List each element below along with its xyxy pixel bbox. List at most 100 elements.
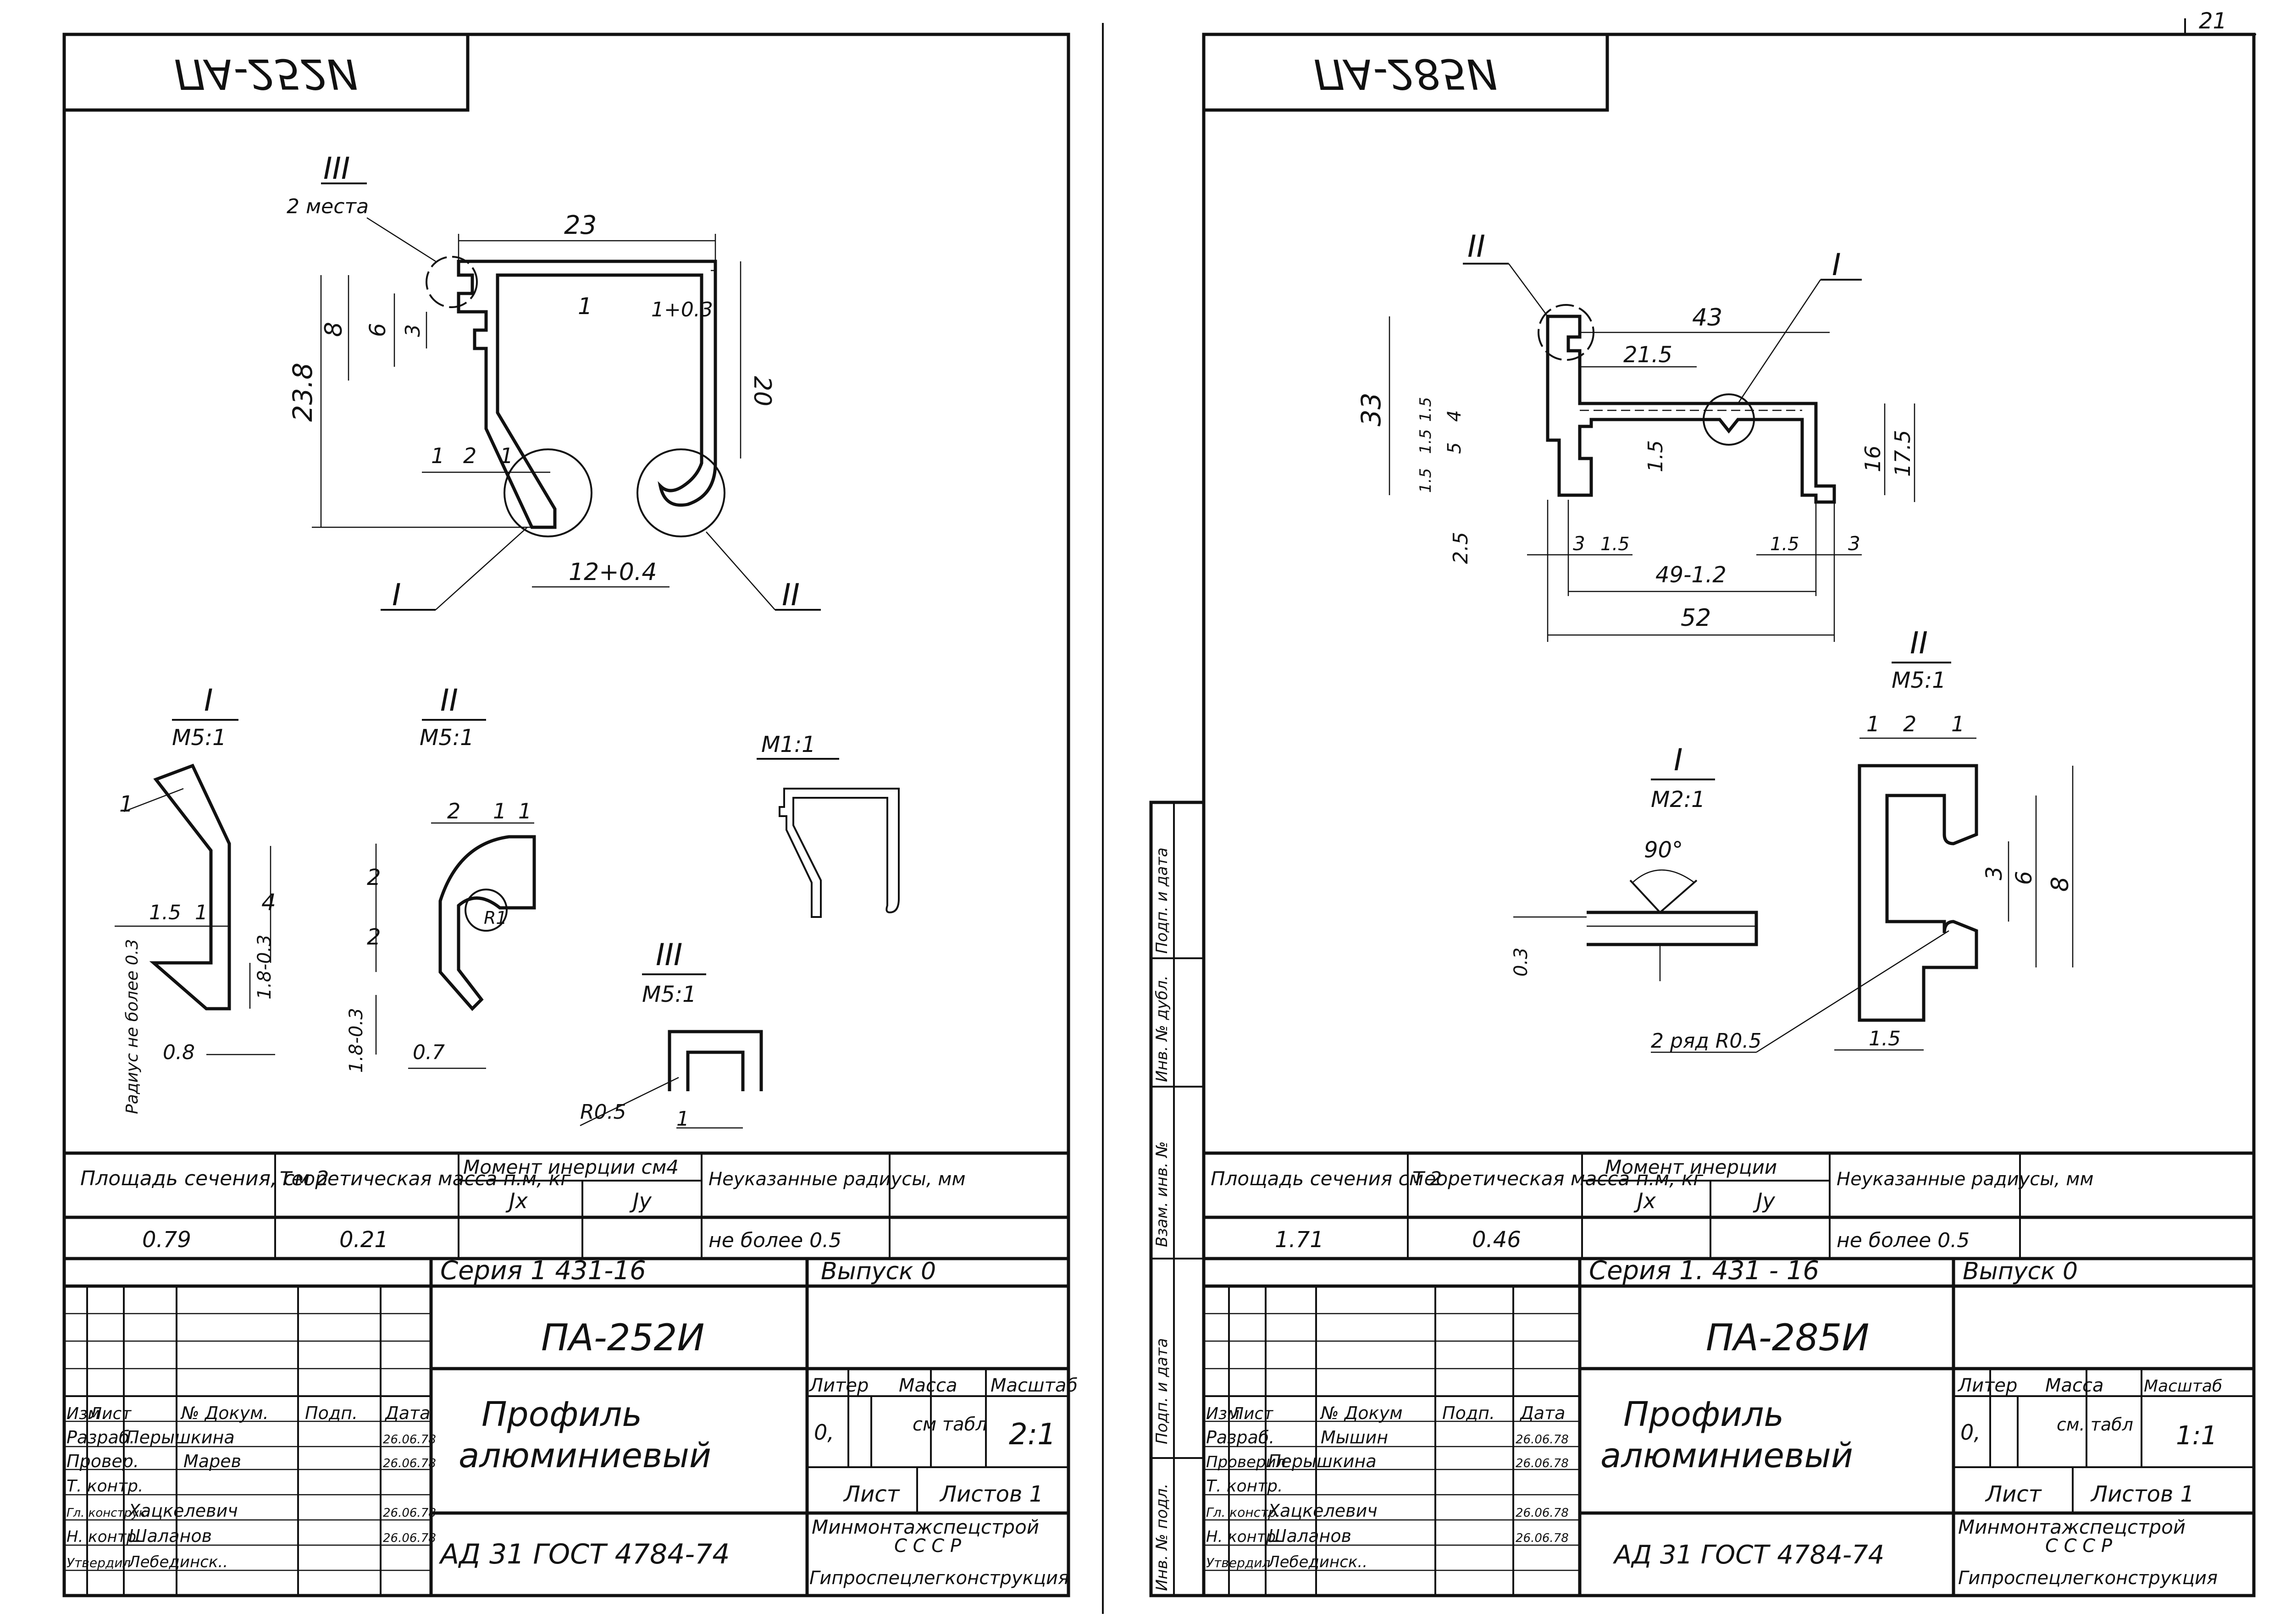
sign-hdr: № Докум. [180, 1403, 269, 1423]
strip-label: Подп. и дата [1153, 1338, 1171, 1444]
right-props-table: Площадь сечения см 2 Теоретическая масса… [1204, 1151, 2254, 1260]
material: АД 31 ГОСТ 4784-74 [1613, 1540, 1884, 1570]
dim: 49-1.2 [1655, 562, 1727, 588]
callout-label: II [1467, 229, 1485, 264]
left-detail-III: III М5:1 R0.5 1 [580, 937, 763, 1131]
sign-name: Шаланов [128, 1526, 212, 1546]
organization: С С С Р [2045, 1536, 2113, 1557]
table-header: Момент инерции [1605, 1156, 1777, 1178]
dim: 2 [367, 924, 381, 950]
strip-label: Инв. № дубл. [1153, 975, 1171, 1082]
left-detail-II: II М5:1 2 1 1 2 2 R1 1.8-0.3 0.7 [346, 683, 536, 1073]
dim: 4 [1444, 410, 1465, 422]
scale-hdr: Масштаб [2144, 1377, 2222, 1396]
sign-date: 26.06.78 [1516, 1457, 1569, 1470]
dim: 6 [365, 323, 391, 337]
detail-label: I [1674, 742, 1682, 778]
sign-role: Утвердил [66, 1555, 131, 1570]
sign-hdr: Лист [89, 1404, 132, 1423]
right-main-profile: 43 21.5 33 1.5 5 4 1.5 1.5 1.5 2.5 16 17… [1356, 229, 1915, 642]
dim: 3 [1573, 532, 1585, 555]
strip-label: Инв. № подл. [1153, 1483, 1171, 1591]
sheets: Листов 1 [939, 1481, 1043, 1507]
dim: 1 [676, 1107, 689, 1131]
table-header: Момент инерции см4 [463, 1156, 679, 1178]
dim: 1.5 [1417, 397, 1435, 422]
detail-label: III [656, 937, 682, 972]
sign-name: Мышин [1321, 1427, 1388, 1447]
right-signature-grid: Изм Лист № Докум Подп. Дата Разраб. Мыши… [1204, 1286, 1580, 1596]
sign-name: Лебединск.. [1267, 1553, 1367, 1571]
right-detail-I: I М2:1 90° 0.3 [1511, 742, 1758, 981]
dim: 1 [195, 901, 208, 924]
dim: 3 [1981, 866, 2007, 880]
sign-hdr: Изм [66, 1404, 100, 1423]
dim: 2.5 [1449, 532, 1472, 564]
dim: 0.3 [1511, 947, 1532, 977]
dim: 0.8 [163, 1041, 195, 1064]
scale: 1:1 [2176, 1421, 2217, 1451]
dim: 1 [431, 443, 444, 468]
detail-scale: М5:1 [642, 982, 697, 1007]
dim: 1.8-0.3 [254, 934, 275, 1000]
callout-label: III [323, 151, 350, 186]
strip-label: Подп. и дата [1153, 847, 1171, 954]
series: Серия 1 431-16 [440, 1256, 646, 1286]
dim: R1 [484, 908, 507, 928]
table-header: Jx [1633, 1188, 1656, 1213]
dim: 1 [119, 791, 133, 817]
right-side-strip: Взам. инв. № Инв. № дубл. Подп. и дата П… [1149, 801, 1206, 1597]
dim: 33 [1356, 392, 1387, 426]
right-title-block: Серия 1. 431 - 16 Выпуск 0 ПА-285И Профи… [1204, 1256, 2254, 1596]
dim: 1+0.3 [651, 298, 713, 321]
liter-hdr: Литер [808, 1375, 869, 1396]
sign-role: Н. контр. [1206, 1528, 1281, 1546]
dim: 1 [493, 799, 506, 823]
dim: 23.8 [287, 363, 318, 422]
drawing-name: алюминиевый [1600, 1436, 1853, 1475]
dim: 1.5 [149, 901, 181, 924]
drawing-code: ПА-252И [541, 1316, 704, 1359]
sign-hdr: Изм [1206, 1404, 1240, 1423]
sign-role: Проверил [1206, 1453, 1286, 1471]
dim: 1 [1951, 712, 1965, 736]
sheet: Лист [1985, 1481, 2042, 1507]
dim: 0.7 [413, 1041, 445, 1064]
dim: 4 [261, 889, 276, 916]
dim: 52 [1681, 604, 1711, 632]
mass-hdr: Масса [2045, 1375, 2104, 1396]
organization: Гипроспецлегконструкция [1958, 1568, 2218, 1589]
sign-name: Марев [183, 1451, 241, 1471]
dim: 1 [518, 799, 531, 823]
dim: 1.5 [1869, 1027, 1901, 1050]
dim: 2 [367, 865, 381, 890]
sign-name: Перышкина [1268, 1451, 1377, 1471]
organization: Минмонтажспецстрой [1958, 1516, 2186, 1538]
dim: 1.5 [1417, 468, 1435, 493]
right-detail-II: II М5:1 1 2 1 3 6 8 1.5 2 ряд R0.5 [1651, 625, 2074, 1053]
table-header: Jx [505, 1188, 528, 1213]
drawing-code: ПА-285И [1706, 1316, 1869, 1359]
dim: 43 [1692, 304, 1722, 331]
dim: 1.5 [1644, 440, 1667, 472]
table-header: Неуказанные радиусы, мм [1837, 1169, 2094, 1190]
left-sheet-frame [62, 23, 1104, 1614]
strip-label: Взам. инв. № [1153, 1141, 1171, 1247]
drawing-name: Профиль [481, 1395, 642, 1434]
left-main-profile: 23 1 1+0.3 20 8 6 3 23.8 1 2 1 12+0.4 II… [287, 151, 821, 613]
table-header: Теоретическая масса п.м, кг [280, 1167, 571, 1190]
dim: 21.5 [1623, 342, 1672, 368]
table-cell: 0.46 [1472, 1227, 1521, 1253]
dim: 2 [1903, 712, 1916, 736]
sign-role: Н. контр. [66, 1528, 141, 1546]
right-sheet-frame [1202, 18, 2256, 1597]
dim: 17.5 [1890, 430, 1915, 477]
sign-hdr: Подп. [1442, 1403, 1495, 1423]
table-header: Jy [1753, 1188, 1776, 1213]
sign-hdr: Лист [1230, 1404, 1273, 1423]
organization: Гипроспецлегконструкция [809, 1568, 1069, 1589]
sign-role: Гл. конструк. [66, 1506, 150, 1520]
callout-label: I [1832, 247, 1841, 282]
dim: 6 [2011, 871, 2037, 885]
dim: 3 [1848, 532, 1860, 555]
